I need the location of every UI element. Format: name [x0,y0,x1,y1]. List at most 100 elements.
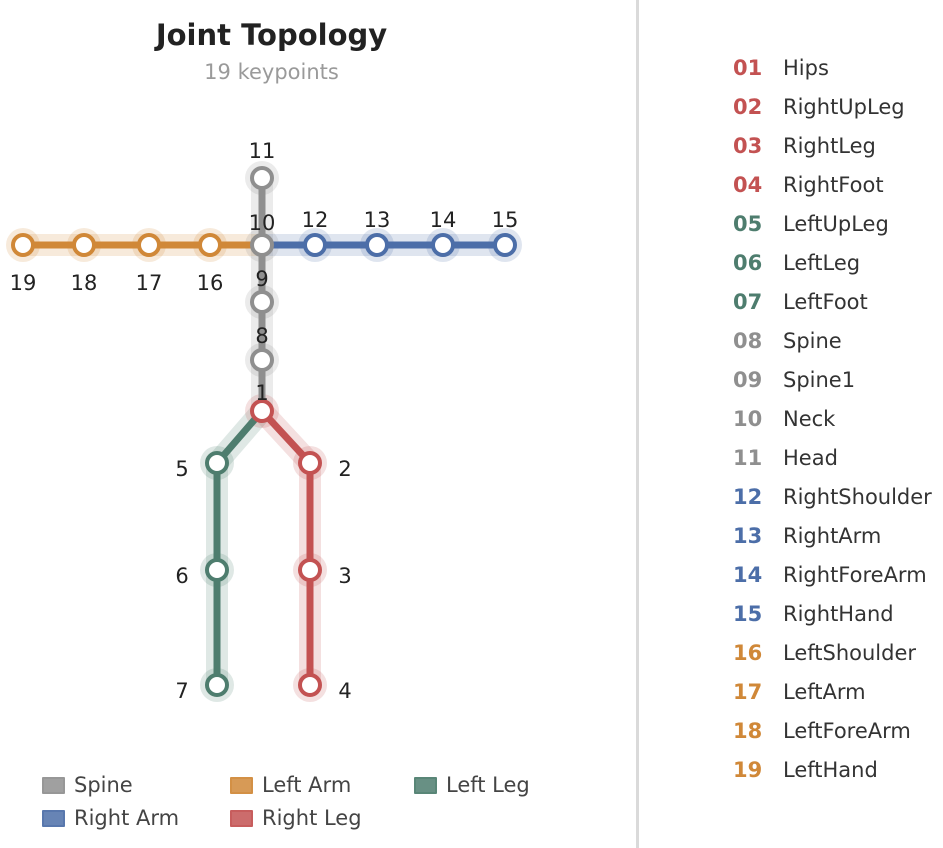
joint-node-4 [298,673,322,697]
joint-number: 05 [733,211,763,236]
joint-number: 17 [733,679,763,704]
joint-node-18 [72,233,96,257]
joint-number: 09 [733,367,763,392]
joint-label-5: 5 [175,457,188,481]
legend-item-left-leg: Left Leg [414,773,530,797]
joint-node-2 [298,451,322,475]
joint-list-item: 18 LeftForeArm [733,711,932,750]
joint-label-19: 19 [10,271,37,295]
joint-label-2: 2 [338,457,351,481]
joint-number: 01 [733,55,763,80]
joint-node-8 [250,348,274,372]
joint-list-item: 08 Spine [733,321,932,360]
joint-node-17 [137,233,161,257]
legend-swatch-left-leg [414,776,437,794]
joint-name: Hips [783,55,829,80]
joint-list-item: 10 Neck [733,399,932,438]
joint-name: LeftLeg [783,250,861,275]
joint-list-item: 16 LeftShoulder [733,633,932,672]
joint-label-8: 8 [255,324,268,348]
bone-left-leg [213,407,266,689]
joint-node-16 [198,233,222,257]
legend-label: Right Arm [74,806,180,830]
joint-list-item: 05 LeftUpLeg [733,204,932,243]
joint-list-item: 06 LeftLeg [733,243,932,282]
legend-label: Left Leg [446,773,530,797]
joint-list-item: 11 Head [733,438,932,477]
joint-label-15: 15 [492,208,519,232]
joint-list-item: 09 Spine1 [733,360,932,399]
legend-item-spine: Spine [42,773,133,797]
joint-node-12 [303,233,327,257]
joint-node-9 [250,290,274,314]
joint-label-12: 12 [302,208,329,232]
diagram-title: Joint Topology [155,18,388,52]
joint-node-15 [493,233,517,257]
joint-label-7: 7 [175,679,188,703]
joint-name: LeftUpLeg [783,211,889,236]
joint-name: RightShoulder [783,484,932,509]
joint-node-6 [205,558,229,582]
joint-name: Neck [783,406,836,431]
joint-label-14: 14 [430,208,457,232]
joint-number: 08 [733,328,763,353]
joint-name: RightForeArm [783,562,927,587]
joint-name: Head [783,445,838,470]
joint-label-11: 11 [249,139,276,163]
joint-name: LeftForeArm [783,718,911,743]
joint-name: LeftShoulder [783,640,917,665]
legend-item-left-arm: Left Arm [230,773,351,797]
joint-number: 19 [733,757,763,782]
joint-list-item: 04 RightFoot [733,165,932,204]
joint-node-14 [431,233,455,257]
joint-label-9: 9 [255,267,268,291]
joint-label-4: 4 [338,679,351,703]
joint-number: 15 [733,601,763,626]
legend-label: Left Arm [262,773,352,797]
joint-name: LeftFoot [783,289,868,314]
joint-list-item: 15 RightHand [733,594,932,633]
legend-item-right-leg: Right Leg [230,806,362,830]
joint-name: RightLeg [783,133,876,158]
joint-number: 04 [733,172,763,197]
bone-right-leg [258,407,314,689]
joint-node-13 [365,233,389,257]
joint-list-item: 03 RightLeg [733,126,932,165]
joint-name: Spine1 [783,367,856,392]
joint-number: 18 [733,718,763,743]
legend-swatch-right-arm [42,809,65,827]
joint-node-19 [11,233,35,257]
joint-name: RightUpLeg [783,94,905,119]
joint-name: RightArm [783,523,882,548]
joint-label-1: 1 [255,381,268,405]
panel-divider [636,0,639,848]
joint-name: RightHand [783,601,894,626]
legend-swatch-spine [42,776,65,794]
joint-number: 02 [733,94,763,119]
legend-item-right-arm: Right Arm [42,806,179,830]
joint-number: 14 [733,562,763,587]
joint-list-item: 01 Hips [733,48,932,87]
joint-number: 06 [733,250,763,275]
joint-node-10 [250,233,274,257]
joint-number: 11 [733,445,763,470]
joint-number: 10 [733,406,763,431]
joint-label-13: 13 [364,208,391,232]
joint-name: Spine [783,328,842,353]
joint-number: 16 [733,640,763,665]
joint-list-item: 14 RightForeArm [733,555,932,594]
joint-name: RightFoot [783,172,884,197]
joint-label-10: 10 [249,211,276,235]
joint-node-3 [298,558,322,582]
joint-number: 03 [733,133,763,158]
joint-node-5 [205,451,229,475]
joint-node-1 [250,399,274,423]
joint-list-item: 02 RightUpLeg [733,87,932,126]
